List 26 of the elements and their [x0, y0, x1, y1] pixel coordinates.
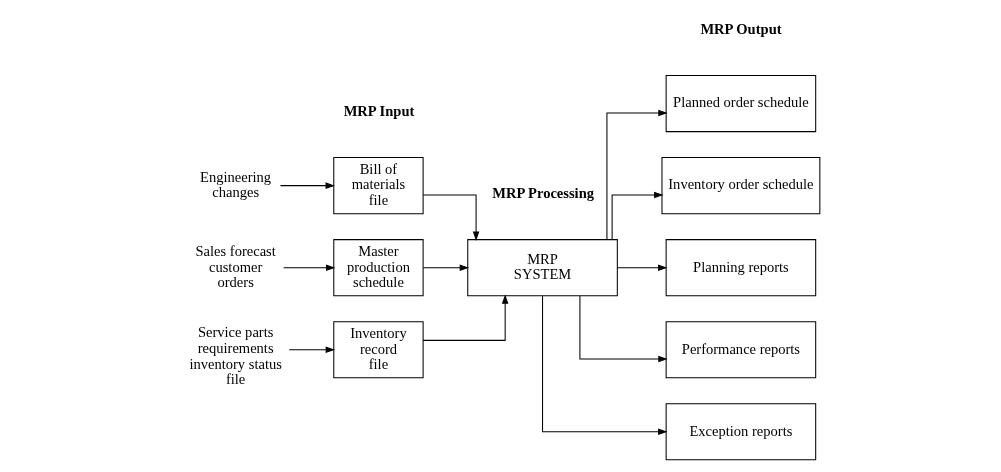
node-box: Master production schedule [332, 239, 424, 297]
node-box: Performance reports [665, 321, 816, 379]
node-box: Planned order schedule [665, 75, 816, 133]
node-box: Exception reports [665, 403, 816, 461]
arrow [422, 264, 469, 271]
label: MRP Processing [491, 184, 594, 201]
node-text: Sales forecast customer orders [194, 242, 276, 291]
arrow [282, 264, 335, 271]
node-box: MRP SYSTEM [466, 239, 618, 297]
node-box: Planning reports [665, 239, 816, 297]
arrow [578, 295, 668, 363]
arrow [422, 294, 508, 341]
node-text: Engineering changes [199, 168, 271, 201]
node-box: Bill of materials file [332, 157, 424, 215]
node-box: Inventory order schedule [660, 157, 820, 215]
arrow [611, 191, 663, 240]
arrow [288, 346, 335, 353]
arrow [605, 109, 668, 240]
label: MRP Input [343, 102, 414, 119]
arrow [616, 264, 667, 271]
arrow [422, 194, 479, 241]
node-text: Service parts requirements inventory status file [188, 324, 282, 388]
arrow [541, 295, 667, 436]
label: MRP Output [699, 20, 782, 37]
node-box: Inventory record file [332, 321, 424, 379]
arrow [279, 182, 335, 189]
